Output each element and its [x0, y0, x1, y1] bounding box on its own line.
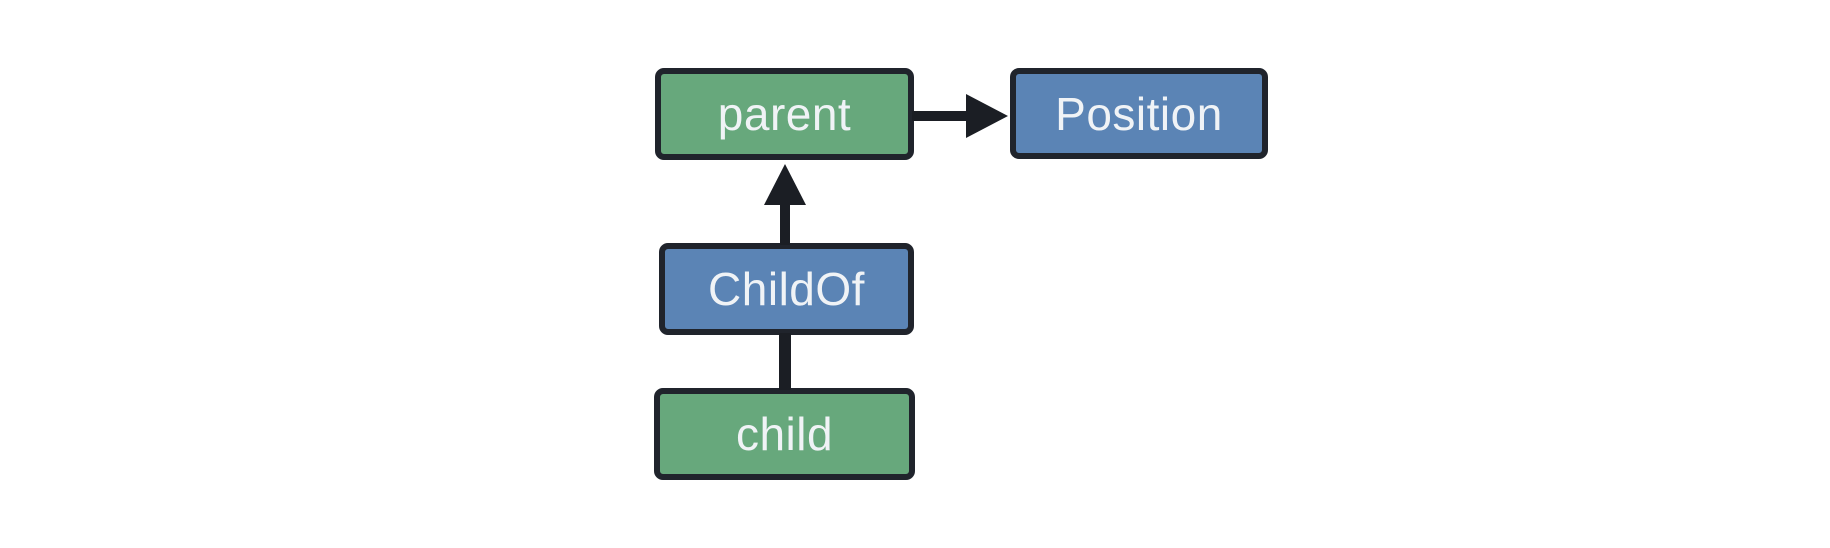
edge-child-childof-line [779, 333, 791, 390]
node-childof: ChildOf [659, 243, 914, 335]
edge-childof-parent-shaft [780, 202, 790, 245]
arrowhead-right-icon [966, 94, 1008, 138]
arrowhead-up-icon [764, 164, 806, 205]
node-parent-label: parent [717, 88, 852, 140]
node-child-label: child [735, 408, 834, 460]
node-position: Position [1010, 68, 1268, 159]
node-childof-label: ChildOf [708, 263, 865, 315]
node-child: child [654, 388, 915, 480]
node-position-label: Position [1055, 87, 1223, 140]
node-parent: parent [655, 68, 914, 160]
edge-parent-position-shaft [912, 111, 972, 121]
